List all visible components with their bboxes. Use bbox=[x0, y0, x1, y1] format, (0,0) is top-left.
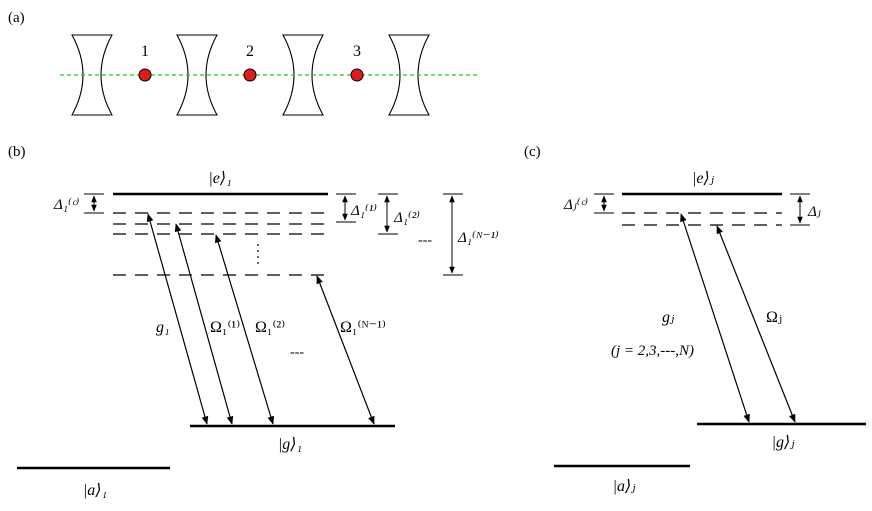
level-a1-label: |a⟩₁ bbox=[83, 482, 107, 499]
level-ej-label: |e⟩ⱼ bbox=[692, 170, 715, 187]
detuning-c-label: Δ₁⁽ᶜ⁾ bbox=[53, 196, 80, 213]
concave-lens-4 bbox=[388, 34, 430, 116]
atom-label-2: 2 bbox=[246, 43, 254, 60]
atom-label-3: 3 bbox=[353, 43, 361, 60]
detuning-j-label: Δⱼ bbox=[807, 204, 821, 220]
panel-a-label: (a) bbox=[8, 10, 25, 26]
atom-label-1: 1 bbox=[141, 43, 149, 60]
drive-ellipsis: --- bbox=[290, 345, 304, 360]
detuning-jc-label: Δⱼ⁽ᶜ⁾ bbox=[563, 196, 588, 213]
detuning-1-label: Δ₁⁽¹⁾ bbox=[350, 202, 377, 219]
drive-omega1-label: Ω₁⁽¹⁾ bbox=[210, 319, 240, 336]
drive-omegaj-arrow bbox=[716, 225, 796, 423]
level-e1-label: |e⟩₁ bbox=[208, 170, 231, 187]
concave-lens-2 bbox=[176, 34, 218, 116]
atom-1 bbox=[138, 68, 152, 82]
detuning-n-label: Δ₁⁽ᴺ⁻¹⁾ bbox=[457, 229, 499, 246]
atom-2 bbox=[243, 68, 257, 82]
concave-lens-3 bbox=[282, 34, 324, 116]
lens-group bbox=[71, 34, 430, 116]
drive-omegaN-label: Ω₁⁽ᴺ⁻¹⁾ bbox=[340, 319, 386, 336]
level-aj-label: |a⟩ⱼ bbox=[613, 478, 637, 495]
coupling-gj-label: gⱼ bbox=[662, 309, 675, 326]
atom-3 bbox=[350, 68, 364, 82]
level-g1-label: |g⟩₁ bbox=[278, 436, 302, 453]
detuning-ellipsis: --- bbox=[418, 233, 432, 248]
drive-omega2-label: Ω₁⁽²⁾ bbox=[255, 319, 285, 336]
detuning-2-label: Δ₁⁽²⁾ bbox=[393, 209, 420, 226]
drive-omegaN-arrow bbox=[316, 275, 375, 425]
j-range-label: (j = 2,3,---,N) bbox=[611, 343, 694, 359]
coupling-g1-label: g₁ bbox=[156, 319, 170, 336]
drive-omegaj-label: Ωⱼ bbox=[766, 309, 782, 326]
drive-omega2-arrow bbox=[214, 234, 275, 425]
panel-c-label: (c) bbox=[524, 144, 541, 160]
coupling-gj-arrow bbox=[680, 213, 750, 423]
level-gj-label: |g⟩ⱼ bbox=[772, 434, 796, 451]
panel-b-label: (b) bbox=[8, 144, 26, 160]
